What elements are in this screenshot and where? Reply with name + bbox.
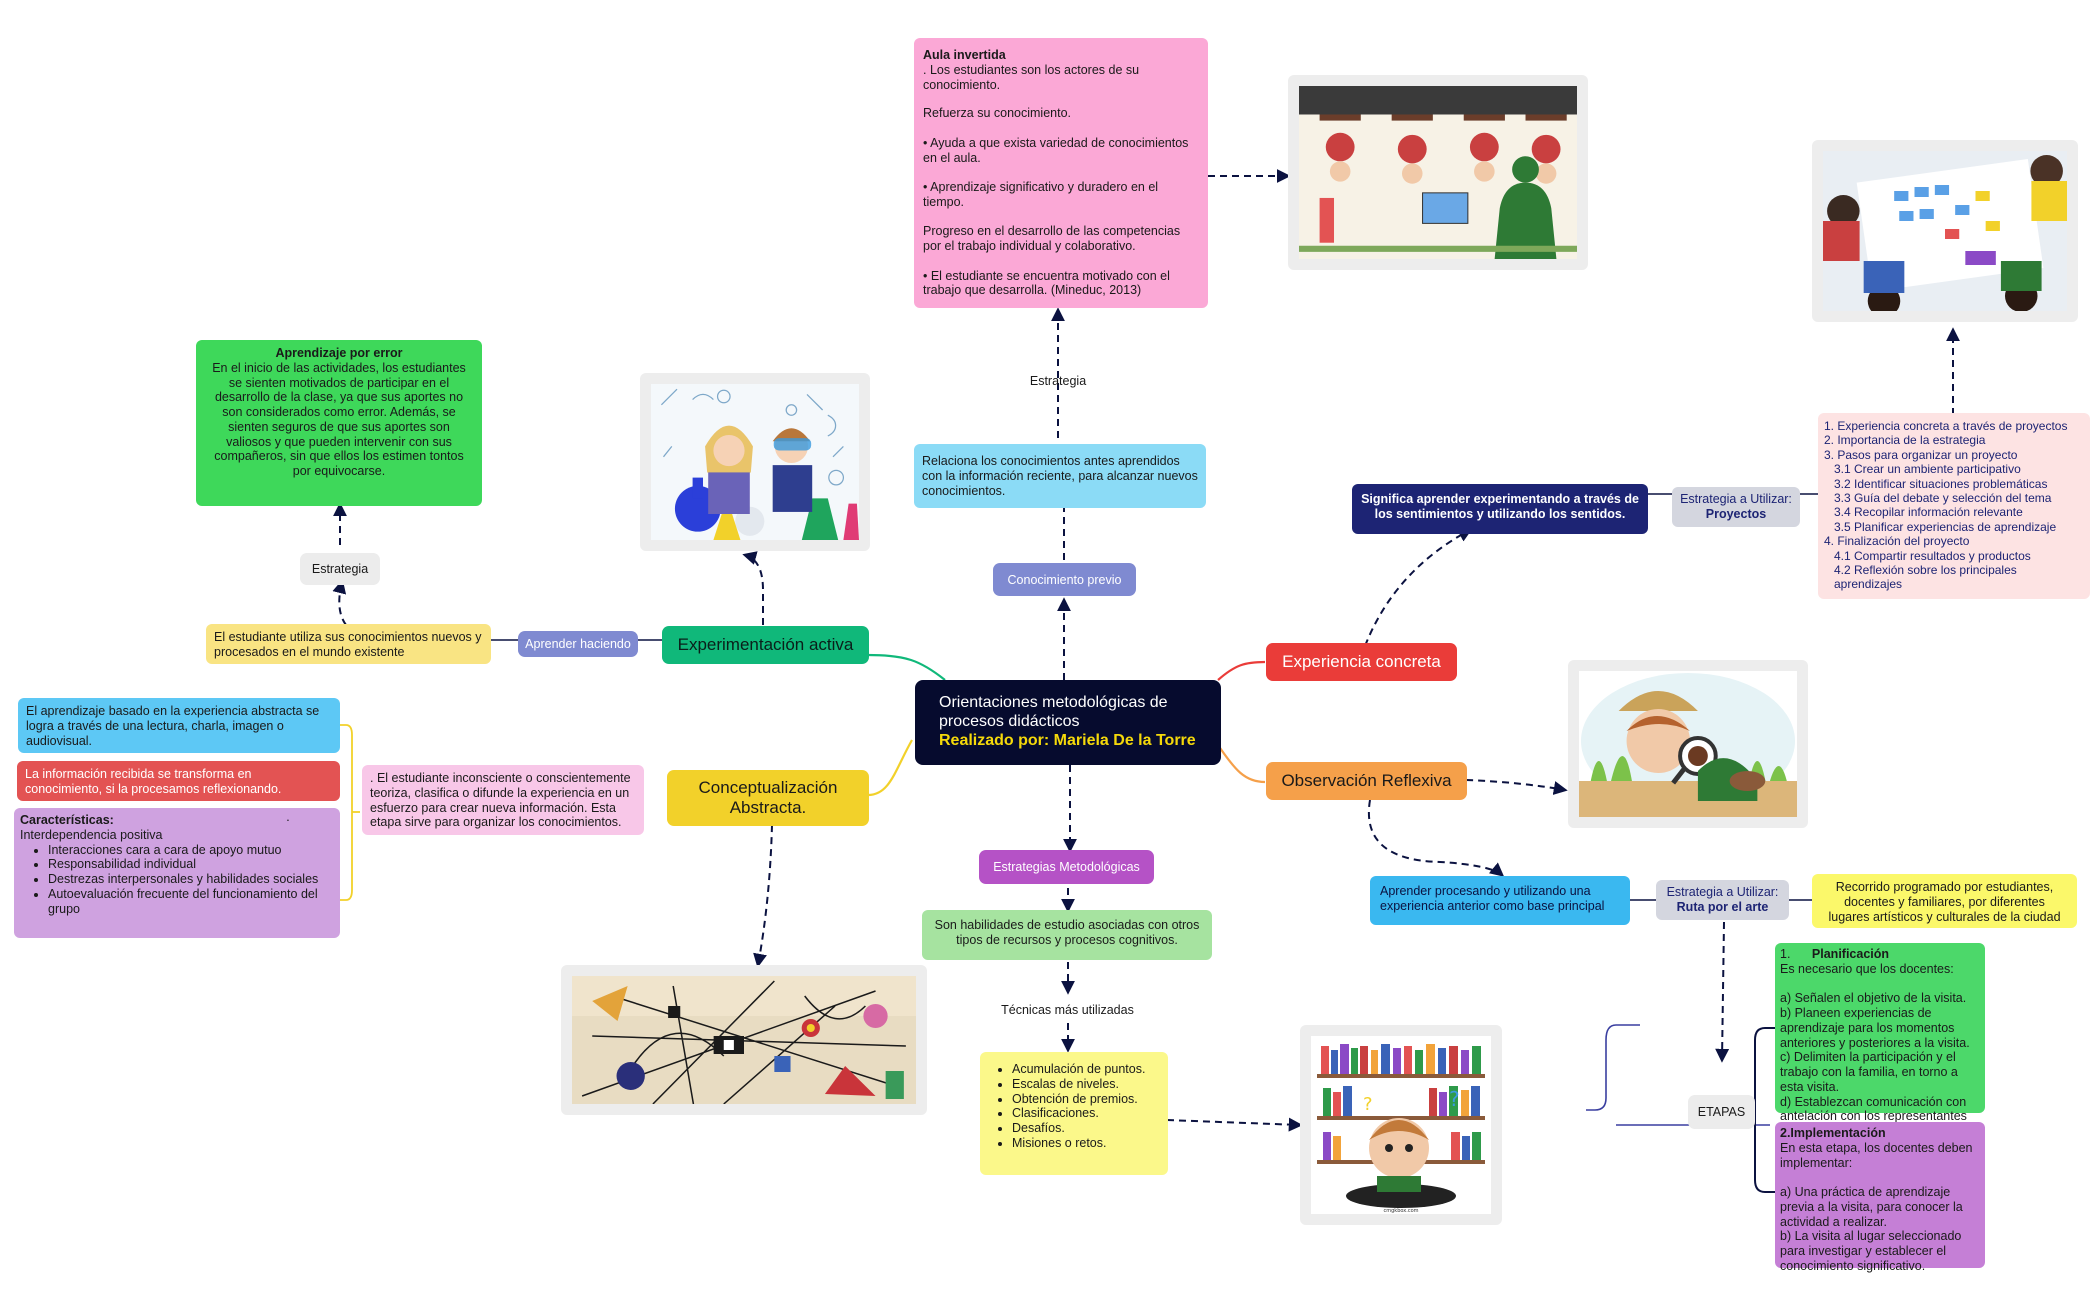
estrategia-proyectos-name: Proyectos <box>1705 506 1767 521</box>
proyectos-steps-node[interactable]: 1. Experiencia concreta a través de proy… <box>1818 413 2090 599</box>
estrategia-proyectos-prefix: Estrategia a Utilizar: <box>1680 492 1792 506</box>
estrategias-description[interactable]: Son habilidades de estudio asociadas con… <box>922 910 1212 960</box>
implementacion-title: 2.Implementación <box>1780 1126 1886 1140</box>
tecnicas-list: Acumulación de puntos. Escalas de nivele… <box>984 1062 1164 1151</box>
topic-experiencia-concreta[interactable]: Experiencia concreta <box>1266 643 1457 681</box>
caracteristicas-node[interactable]: Características: · Interdependencia posi… <box>14 808 340 938</box>
svg-text:?: ? <box>1363 1094 1373 1115</box>
tecnica-item: Misiones o retos. <box>1012 1136 1164 1151</box>
topic-conceptualizacion-abstracta[interactable]: Conceptualización Abstracta. <box>667 770 869 826</box>
planificacion-number: 1. <box>1780 947 1791 961</box>
proyectos-step: 3. Pasos para organizar un proyecto <box>1824 447 2018 462</box>
experimentacion-estrategia-label[interactable]: Estrategia <box>300 553 380 585</box>
topic-experimentacion-activa[interactable]: Experimentación activa <box>662 626 869 664</box>
caracteristicas-title: Características: <box>20 813 114 827</box>
aprender-haciendo-node[interactable]: Aprender haciendo <box>518 631 638 657</box>
recorrido-node[interactable]: Recorrido programado por estudiantes, do… <box>1812 874 2077 928</box>
aula-invertida-image <box>1288 75 1588 270</box>
conocimiento-estrategia-label[interactable]: Estrategia <box>1029 374 1087 388</box>
abstract-art-image <box>561 965 927 1115</box>
team-project-image <box>1812 140 2078 322</box>
proyectos-step: 3.1 Crear un ambiente participativo <box>1834 462 2021 477</box>
conocimiento-description[interactable]: Relaciona los conocimientos antes aprend… <box>914 444 1206 508</box>
conceptualizacion-description[interactable]: . El estudiante inconsciente o conscient… <box>362 765 644 835</box>
proyectos-step: 3.4 Recopilar información relevante <box>1834 505 2023 520</box>
central-title: Orientaciones metodológicas de procesos … <box>939 694 1168 730</box>
tecnicas-label[interactable]: Técnicas más utilizadas <box>1001 1003 1134 1017</box>
planificacion-node[interactable]: 1. Planificación Es necesario que los do… <box>1775 943 1985 1138</box>
estrategia-ruta-prefix: Estrategia a Utilizar: <box>1666 885 1779 899</box>
proyectos-step: 4.2 Reflexión sobre los principales apre… <box>1834 562 2017 592</box>
caracteristicas-subtitle: Interdependencia positiva <box>20 827 163 842</box>
experiencia-abstracta-node[interactable]: El aprendizaje basado en la experiencia … <box>18 698 340 753</box>
tecnicas-list-node[interactable]: Acumulación de puntos. Escalas de nivele… <box>980 1052 1168 1175</box>
estrategia-ruta-arte-node[interactable]: Estrategia a Utilizar: Ruta por el arte <box>1656 880 1789 920</box>
estrategia-proyectos-node[interactable]: Estrategia a Utilizar: Proyectos <box>1672 487 1800 527</box>
proyectos-step: 4. Finalización del proyecto <box>1824 534 1970 549</box>
aula-invertida-node[interactable]: Aula invertida . Los estudiantes son los… <box>914 38 1208 308</box>
proyectos-step: 3.5 Planificar experiencias de aprendiza… <box>1834 519 2057 534</box>
tecnica-item: Desafíos. <box>1012 1121 1164 1136</box>
aula-invertida-first: . Los estudiantes son los actores de su … <box>923 62 1140 92</box>
tecnica-item: Obtención de premios. <box>1012 1092 1164 1107</box>
aprendizaje-por-error-text: En el inicio de las actividades, los est… <box>212 360 466 478</box>
planificacion-text: Es necesario que los docentes: a) Señale… <box>1780 961 1970 1138</box>
caracteristicas-dot: · <box>285 813 290 827</box>
books-image-caption: cmgkbox.com <box>1384 1208 1419 1214</box>
planificacion-title: Planificación <box>1811 947 1890 961</box>
aprender-procesando-node[interactable]: Aprender procesando y utilizando una exp… <box>1370 876 1630 925</box>
etapas-node[interactable]: ETAPAS <box>1688 1095 1755 1129</box>
caracteristicas-list: Interacciones cara a cara de apoyo mutuo… <box>20 843 334 917</box>
proyectos-step: 1. Experiencia concreta a través de proy… <box>1824 419 2068 433</box>
topic-observacion-reflexiva[interactable]: Observación Reflexiva <box>1266 762 1467 800</box>
proyectos-step: 3.2 Identificar situaciones problemática… <box>1834 476 2048 491</box>
central-author: Realizado por: Mariela De la Torre <box>939 731 1196 749</box>
proyectos-step: 2. Importancia de la estrategia <box>1824 433 1986 448</box>
informacion-transforma-node[interactable]: La información recibida se transforma en… <box>17 761 340 801</box>
aprendizaje-por-error-node[interactable]: Aprendizaje por error En el inicio de la… <box>196 340 482 506</box>
implementacion-text: En esta etapa, los docentes deben implem… <box>1780 1140 1973 1273</box>
aula-invertida-body: Refuerza su conocimiento. • Ayuda a que … <box>923 106 1189 298</box>
kids-chemistry-image <box>640 373 870 551</box>
central-topic[interactable]: Orientaciones metodológicas de procesos … <box>915 680 1221 765</box>
conocimiento-previo-node[interactable]: Conocimiento previo <box>993 563 1136 596</box>
estrategia-ruta-name: Ruta por el arte <box>1676 899 1769 914</box>
caracteristica-item: Responsabilidad individual <box>48 857 334 872</box>
aula-invertida-title: Aula invertida <box>923 48 1006 62</box>
estrategias-metodologicas-node[interactable]: Estrategias Metodológicas <box>979 850 1154 884</box>
magnifier-kid-image <box>1568 660 1808 828</box>
proyectos-step: 3.3 Guía del debate y selección del tema <box>1834 490 2052 505</box>
implementacion-node[interactable]: 2.Implementación En esta etapa, los doce… <box>1775 1122 1985 1273</box>
svg-text:?: ? <box>1449 1087 1460 1111</box>
caracteristica-item: Destrezas interpersonales y habilidades … <box>48 872 334 887</box>
tecnica-item: Acumulación de puntos. <box>1012 1062 1164 1077</box>
tecnica-item: Clasificaciones. <box>1012 1106 1164 1121</box>
experimentacion-description[interactable]: El estudiante utiliza sus conocimientos … <box>206 624 491 664</box>
proyectos-step: 4.1 Compartir resultados y productos <box>1834 548 2031 563</box>
books-kid-image: ? ? cmgkbox.com <box>1300 1025 1502 1225</box>
experiencia-significa-node[interactable]: Significa aprender experimentando a trav… <box>1352 484 1648 534</box>
caracteristica-item: Autoevaluación frecuente del funcionamie… <box>48 887 334 917</box>
tecnica-item: Escalas de niveles. <box>1012 1077 1164 1092</box>
caracteristica-item: Interacciones cara a cara de apoyo mutuo <box>48 843 334 858</box>
aprendizaje-por-error-title: Aprendizaje por error <box>275 346 403 360</box>
